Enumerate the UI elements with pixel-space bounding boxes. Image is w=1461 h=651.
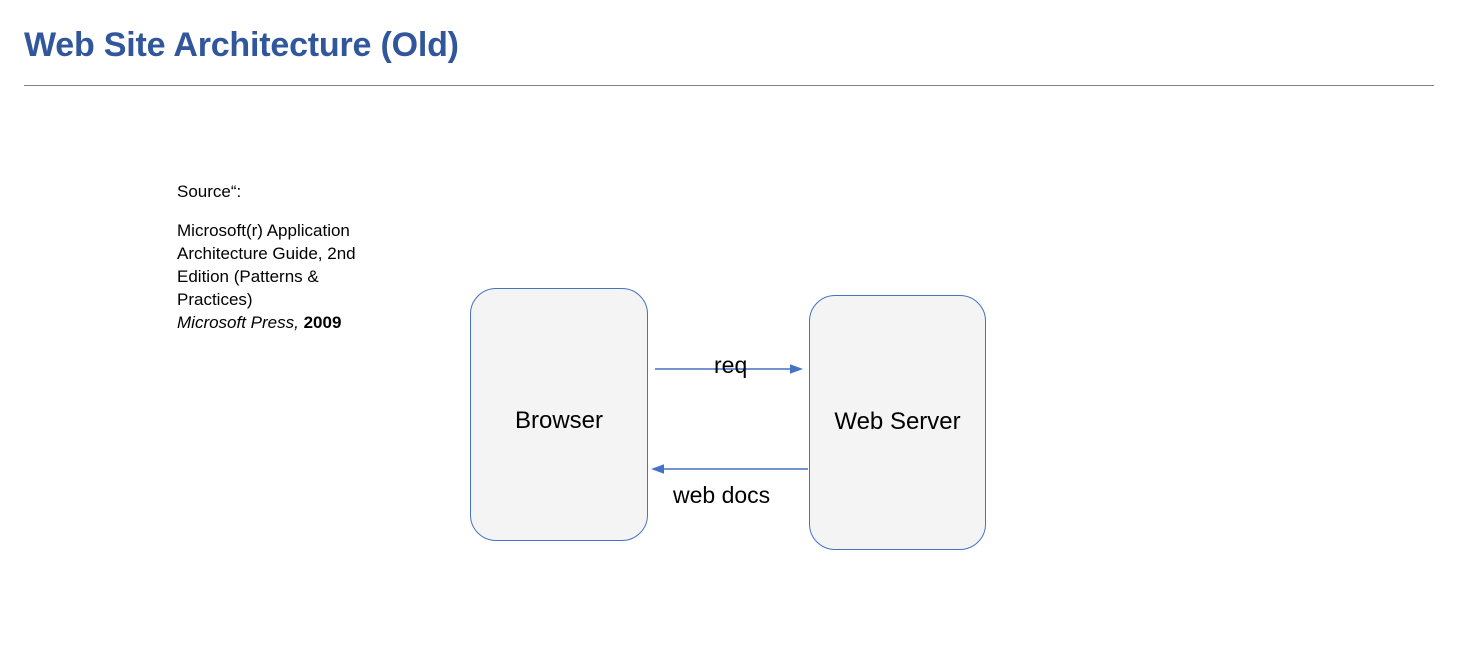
title-divider [24, 85, 1434, 86]
source-publisher: Microsoft Press, [177, 313, 299, 332]
source-block: Source“: Microsoft(r) Application Archit… [177, 180, 437, 334]
diagram-node-web-server-label: Web Server [834, 408, 961, 435]
source-label: Source“: [177, 182, 242, 201]
page-title: Web Site Architecture (Old) [24, 26, 459, 64]
arrow-request-label: req [714, 352, 748, 378]
source-publisher-line: Microsoft Press, 2009 [177, 311, 437, 334]
diagram-node-browser-label: Browser [514, 407, 604, 434]
arrow-response-icon [651, 464, 808, 474]
arrow-request-icon [655, 364, 803, 374]
source-citation: Microsoft(r) Application Architecture Gu… [177, 221, 356, 309]
diagram-node-browser[interactable]: Browser [470, 288, 648, 541]
source-year: 2009 [303, 313, 342, 332]
diagram-node-web-server[interactable]: Web Server [809, 295, 986, 550]
arrow-response-label: web docs [673, 482, 771, 508]
